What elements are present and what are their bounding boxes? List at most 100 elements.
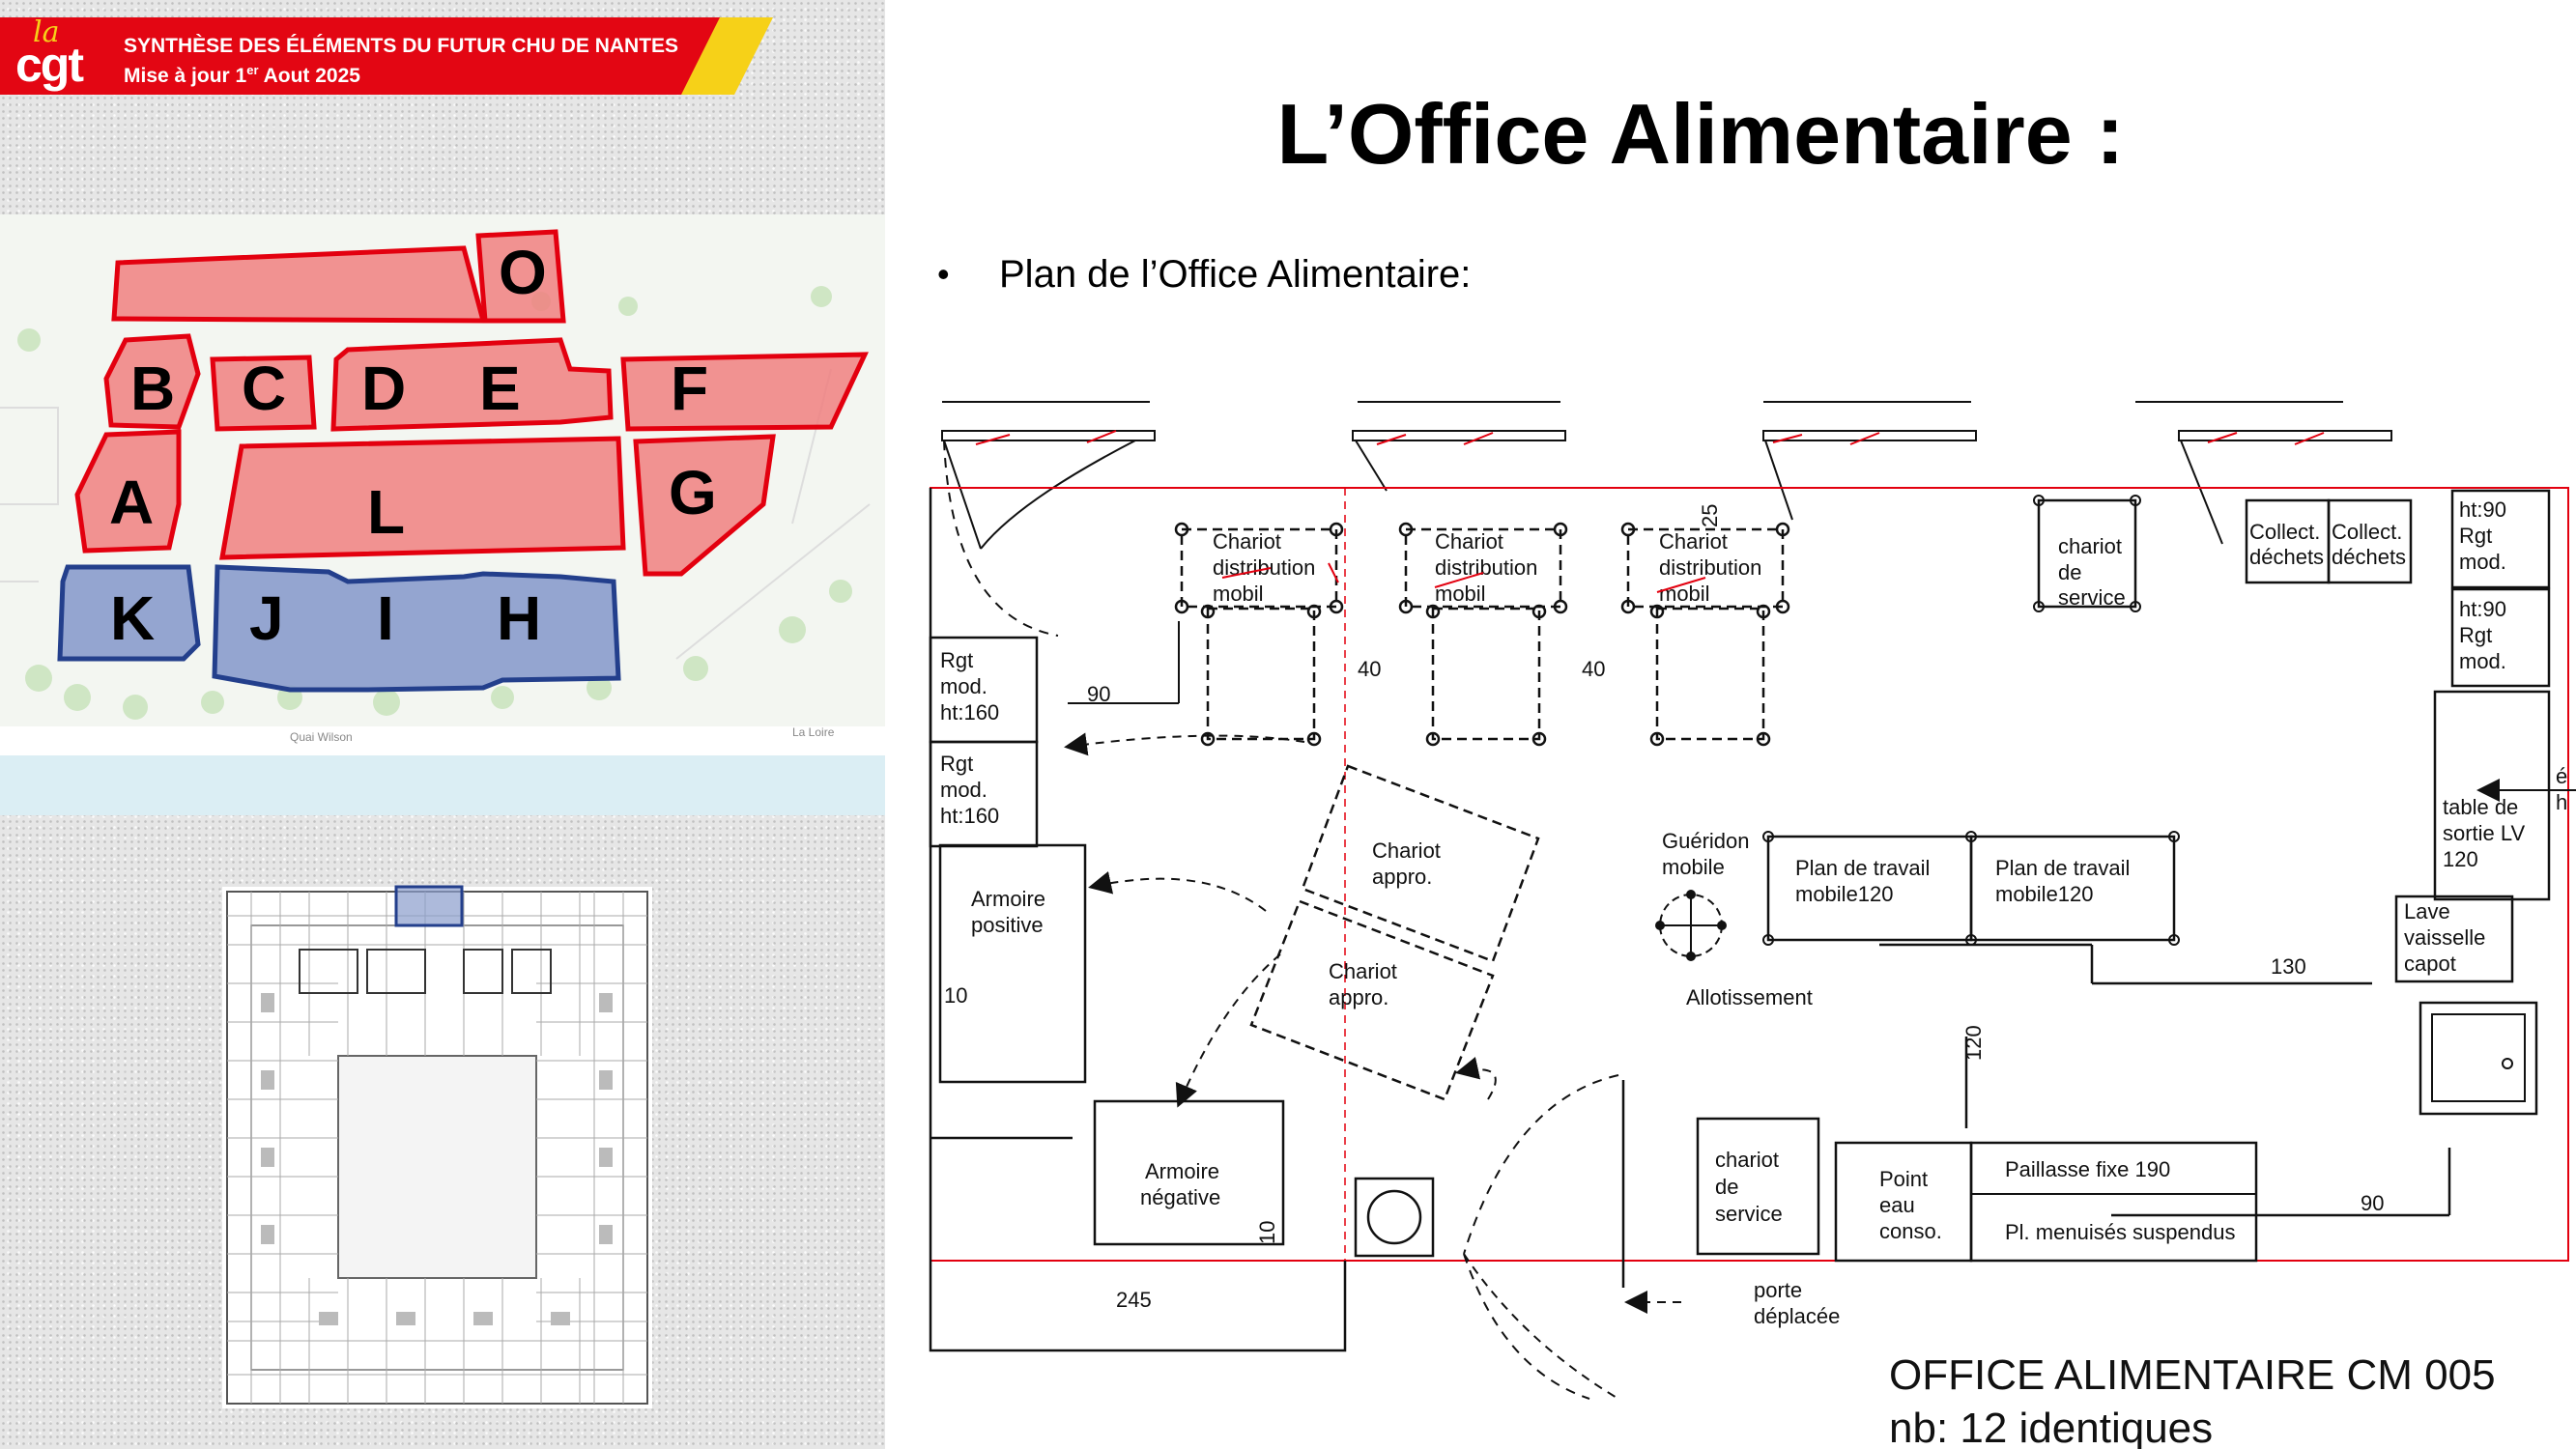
porte-line1: porte: [1754, 1278, 1802, 1302]
building-letter-c: C: [242, 354, 286, 423]
office-plan: Chariot distribution mobil Chariot distr…: [929, 401, 2576, 1449]
dechets-2: déchets: [2332, 545, 2406, 569]
banner-red: [0, 17, 744, 95]
courtyard: [337, 1055, 537, 1279]
building-o: [475, 229, 566, 324]
dechets-1: déchets: [2249, 545, 2324, 569]
armoire-positive-line2: positive: [971, 913, 1044, 937]
building-letter-e: E: [479, 354, 521, 423]
plan-caption-title: OFFICE ALIMENTAIRE CM 005: [1889, 1351, 2496, 1399]
building-o-west: [111, 245, 487, 324]
chariot-service-bottom: [1696, 1117, 1820, 1256]
shelf-2-rgt: Rgt: [2459, 623, 2492, 647]
chariot-dist-2-line1: Chariot: [1435, 529, 1503, 554]
building-letter-j: J: [249, 583, 284, 653]
chariot-service-top-line1: chariot: [2058, 534, 2122, 558]
building-letter-h: H: [497, 583, 541, 653]
trees: [17, 286, 852, 720]
building-g: [633, 434, 776, 577]
building-letter-l: L: [367, 477, 405, 547]
rgt-1-line3: ht:160: [940, 700, 999, 724]
rgt-2-line1: Rgt: [940, 752, 973, 776]
building-letter-k: K: [110, 583, 155, 653]
armoire-negative-line1: Armoire: [1145, 1159, 1219, 1183]
windows: [941, 401, 2392, 550]
lave-line3: capot: [2404, 952, 2456, 976]
paillasse-label: Paillasse fixe 190: [2005, 1157, 2170, 1181]
collect-1: Collect.: [2249, 520, 2320, 544]
chariot-dist-1-line3: mobil: [1213, 582, 1264, 606]
floor-plan-thumbnail: [222, 885, 652, 1408]
gueridon-icon: [1655, 890, 1727, 961]
chariot-service-bottom-line1: chariot: [1715, 1148, 1779, 1172]
plan-travail-2-line2: mobile120: [1995, 882, 2094, 906]
building-b: [103, 333, 201, 430]
building-f: [620, 352, 869, 432]
lave-line2: vaisselle: [2404, 925, 2485, 950]
chariot-service-top: [2037, 498, 2137, 609]
collect-2: Collect.: [2332, 520, 2402, 544]
plan-travail-2-line1: Plan de travail: [1995, 856, 2130, 880]
chariot-dist-2-line2: distribution: [1435, 555, 1537, 580]
header-banner: [0, 17, 773, 95]
rgt-2-line2: mod.: [940, 778, 987, 802]
header-update-date: Mise à jour 1er Aout 2025: [124, 63, 360, 87]
dim-90-right: 90: [2361, 1191, 2384, 1215]
building-c: [210, 355, 317, 432]
table-sortie-line3: 120: [2443, 847, 2478, 871]
point-eau-line3: conso.: [1879, 1219, 1942, 1243]
shelf-1-ht: ht:90: [2459, 497, 2506, 522]
chariot-appro-1-line2: appro.: [1372, 865, 1432, 889]
chariot-dist-3-line1: Chariot: [1659, 529, 1728, 554]
building-a: [74, 429, 182, 554]
gueridon-line2: mobile: [1662, 855, 1725, 879]
river: [0, 755, 885, 815]
dim-10-armoire: 10: [1255, 1221, 1279, 1244]
shelf-1-rgt: Rgt: [2459, 524, 2492, 548]
dim-90-left: 90: [1087, 682, 1110, 706]
table-sortie: [2433, 690, 2551, 901]
building-jih: [212, 564, 621, 693]
chariot-service-bottom-line2: de: [1715, 1175, 1738, 1199]
street-label: Quai Wilson: [290, 730, 353, 744]
page-title: L’Office Alimentaire :: [1276, 86, 2125, 182]
armoire-positive: [938, 843, 1087, 1084]
paillasse: [1969, 1141, 2258, 1263]
sink-icon: [1354, 1177, 1435, 1258]
chariot-service-bottom-line3: service: [1715, 1202, 1783, 1226]
rgt-1-line2: mod.: [940, 674, 987, 698]
building-l: [219, 436, 626, 560]
allotissement-label: Allotissement: [1686, 985, 1813, 1009]
chariot-dist-3-line2: distribution: [1659, 555, 1761, 580]
porte-line2: déplacée: [1754, 1304, 1840, 1328]
point-eau-line2: eau: [1879, 1193, 1915, 1217]
header-title: SYNTHÈSE DES ÉLÉMENTS DU FUTUR CHU DE NA…: [124, 35, 679, 57]
chariot-service-top-line2: de: [2058, 560, 2081, 584]
dim-245: 245: [1116, 1288, 1152, 1312]
dim-10-left: 10: [944, 983, 967, 1008]
chariot-appro-1-line1: Chariot: [1372, 838, 1441, 863]
building-letter-g: G: [669, 458, 717, 527]
shelf-1-mod: mod.: [2459, 550, 2506, 574]
chariot-service-top-line3: service: [2058, 585, 2126, 610]
chariot-appro-2-line2: appro.: [1329, 985, 1388, 1009]
building-k: [57, 564, 201, 662]
rgt-1-line1: Rgt: [940, 648, 973, 672]
building-letter-o: O: [499, 238, 547, 307]
building-letter-f: F: [671, 354, 708, 423]
dim-25: 25: [1698, 504, 1722, 527]
building-de: [330, 337, 614, 432]
chariot-appro-2-line1: Chariot: [1329, 959, 1397, 983]
banner-yellow: [681, 17, 773, 95]
building-letters: O B C D E F A L G K J I H: [109, 238, 717, 653]
chariot-dist-3-line3: mobil: [1659, 582, 1710, 606]
gueridon-line1: Guéridon: [1662, 829, 1750, 853]
chariot-dist-1-line1: Chariot: [1213, 529, 1281, 554]
placards-label: Pl. menuisés suspendus: [2005, 1220, 2235, 1244]
chariots-appro: [1249, 764, 1540, 1101]
point-eau-line1: Point: [1879, 1167, 1928, 1191]
logo-cgt: cgt: [15, 38, 84, 92]
dim-120: 120: [1961, 1025, 1986, 1061]
armoire-positive-line1: Armoire: [971, 887, 1045, 911]
river-label: La Loire: [792, 725, 835, 739]
